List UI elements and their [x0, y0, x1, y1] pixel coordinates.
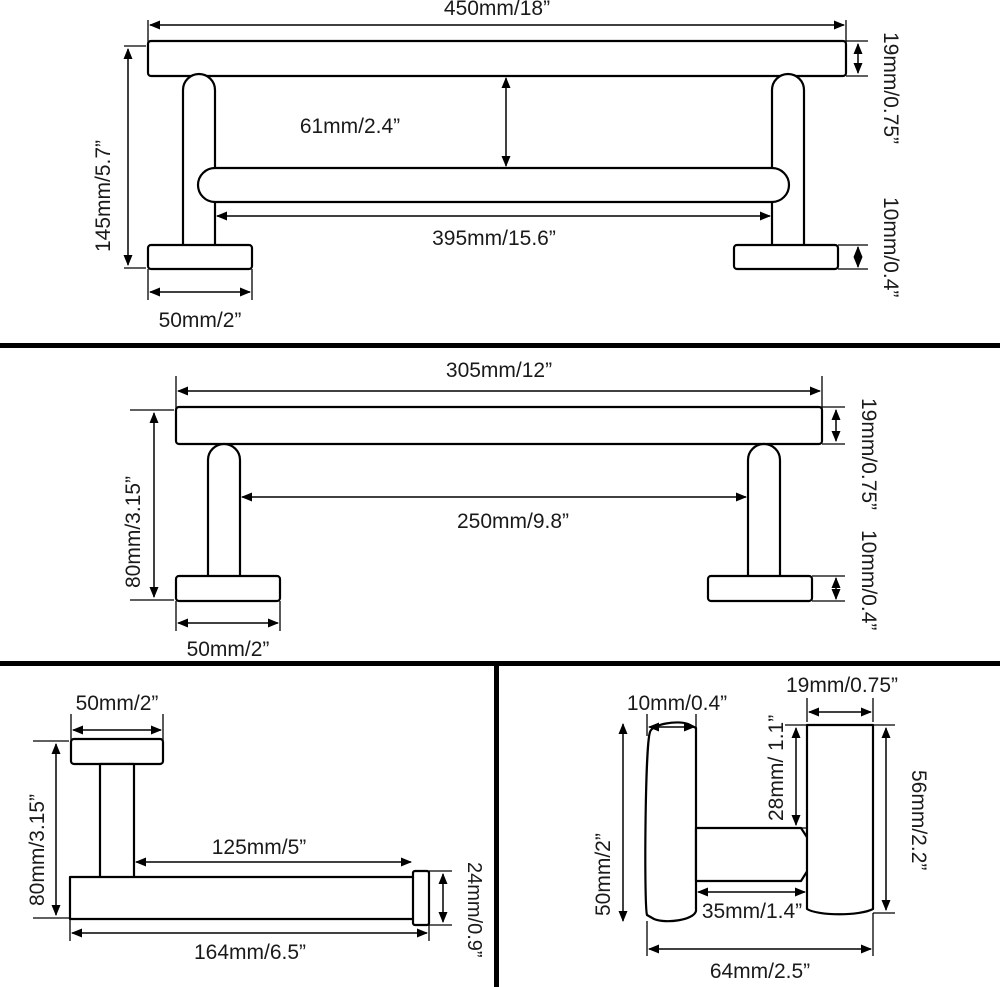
- panel-toilet-paper-holder: 50mm/2” 80mm/3.15” 125mm/5” 164mm/6.5” 2…: [0, 666, 494, 987]
- dim-inner-bar-span-395: 395mm/15.6”: [432, 227, 556, 250]
- dim-hook-thickness-10: 10mm/0.4”: [627, 692, 727, 715]
- dim-overall-height-145: 145mm/5.7”: [92, 140, 115, 252]
- drawing-single-towel-bar: 305mm/12” 19mm/0.75” 80mm/3.15” 250mm/9.…: [122, 359, 880, 661]
- dim-overall-depth-64: 64mm/2.5”: [710, 960, 810, 983]
- dim-arm-span-125: 125mm/5”: [212, 836, 307, 859]
- dim-base-plate-width-50-b: 50mm/2”: [187, 638, 270, 661]
- dim-overall-width-450: 450mm/18”: [444, 0, 550, 20]
- panel-divider-top: [0, 343, 1000, 348]
- dim-bar-gap-61: 61mm/2.4”: [300, 115, 400, 138]
- dim-base-plate-thickness-10: 10mm/0.4”: [879, 197, 902, 297]
- panel-double-towel-bar: 450mm/18” 19mm/0.75” 61mm/2.4” 145mm/5.7…: [0, 0, 1000, 344]
- drawing-robe-hook: 10mm/0.4” 50mm/2” 19mm/0.75” 28mm/ 1.1” …: [592, 674, 930, 983]
- dim-overall-height-80-tph: 80mm/3.15”: [26, 794, 49, 906]
- dim-base-width-19: 19mm/0.75”: [786, 674, 898, 697]
- dim-end-cap-height-24: 24mm/0.9”: [463, 862, 485, 958]
- dim-overall-length-164: 164mm/6.5”: [194, 941, 306, 964]
- drawing-double-towel-bar: 450mm/18” 19mm/0.75” 61mm/2.4” 145mm/5.7…: [92, 0, 902, 332]
- dim-inner-span-250: 250mm/9.8”: [457, 510, 569, 533]
- dim-base-plate-width-50: 50mm/2”: [159, 309, 242, 332]
- panel-robe-hook: 10mm/0.4” 50mm/2” 19mm/0.75” 28mm/ 1.1” …: [500, 666, 1000, 987]
- panel-divider-bottom: [0, 661, 1000, 666]
- dim-top-bar-thickness-19-b: 19mm/0.75”: [857, 398, 880, 510]
- dim-overall-height-80: 80mm/3.15”: [122, 476, 145, 588]
- dim-base-plate-thickness-10-b: 10mm/0.4”: [857, 530, 880, 630]
- panel-divider-vertical: [494, 666, 499, 987]
- dim-hook-height-50: 50mm/2”: [592, 833, 615, 916]
- drawing-toilet-paper-holder: 50mm/2” 80mm/3.15” 125mm/5” 164mm/6.5” 2…: [26, 692, 485, 964]
- dim-mount-plate-width-50: 50mm/2”: [76, 692, 159, 715]
- dim-arm-offset-28: 28mm/ 1.1”: [765, 715, 788, 821]
- dim-top-bar-thickness-19: 19mm/0.75”: [879, 32, 902, 144]
- dim-base-height-56: 56mm/2.2”: [907, 770, 930, 870]
- panel-single-towel-bar: 305mm/12” 19mm/0.75” 80mm/3.15” 250mm/9.…: [0, 348, 1000, 662]
- dim-arm-length-35: 35mm/1.4”: [702, 900, 802, 923]
- dim-overall-width-305: 305mm/12”: [446, 359, 552, 382]
